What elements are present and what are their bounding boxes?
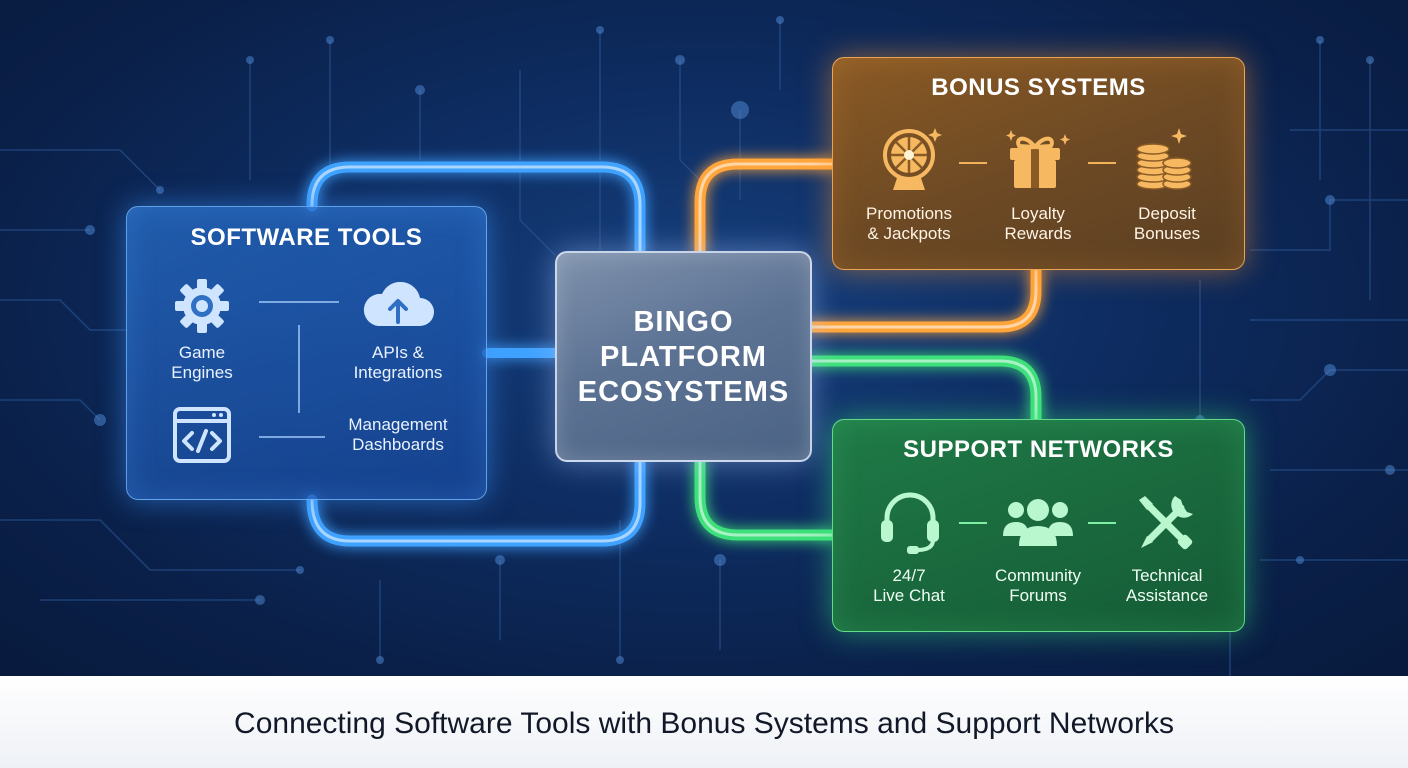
loyalty-line-2: Rewards xyxy=(1004,224,1072,243)
users-icon xyxy=(1003,499,1073,546)
center-line-3: ECOSYSTEMS xyxy=(577,376,790,408)
apis-integrations-label: APIs & Integrations xyxy=(323,343,473,383)
management-line-2: Dashboards xyxy=(352,435,444,454)
promotions-line-1: Promotions xyxy=(866,204,952,223)
bonus-systems-panel: BONUS SYSTEMS Promotions & Jackpots xyxy=(832,57,1245,270)
support-networks-panel: SUPPORT NETWORKS 24/7 Live Chat Communit… xyxy=(832,419,1245,632)
community-line-2: Forums xyxy=(1009,586,1067,605)
connector-support-bottom xyxy=(694,456,838,541)
technical-assistance-label: Technical Assistance xyxy=(1105,566,1229,606)
loyalty-rewards-label: Loyalty Rewards xyxy=(976,204,1100,244)
support-divider-1 xyxy=(959,522,987,524)
bonus-systems-title: BONUS SYSTEMS xyxy=(931,74,1146,101)
deposit-line-2: Bonuses xyxy=(1133,224,1201,243)
apis-line-2: Integrations xyxy=(353,363,443,382)
apis-line-1: APIs & xyxy=(372,343,424,362)
gear-icon xyxy=(175,279,229,333)
loyalty-line-1: Loyalty xyxy=(1011,204,1065,223)
bonus-divider-2 xyxy=(1088,162,1116,164)
community-forums-label: Community Forums xyxy=(976,566,1100,606)
coin-stack-icon xyxy=(1136,128,1192,190)
gift-icon xyxy=(1006,130,1070,188)
support-networks-title: SUPPORT NETWORKS xyxy=(903,436,1174,463)
connector-layer xyxy=(306,158,1042,547)
center-line-2: PLATFORM xyxy=(600,341,767,373)
connector-bonus-bottom xyxy=(806,264,1042,333)
circuit-background xyxy=(0,16,1408,676)
live-chat-line-1: 24/7 xyxy=(892,566,926,585)
live-chat-line-2: Live Chat xyxy=(873,586,945,605)
management-dashboards-label: Management Dashboards xyxy=(323,415,473,455)
center-title: BINGO PLATFORM ECOSYSTEMS xyxy=(557,305,810,410)
live-chat-label: 24/7 Live Chat xyxy=(847,566,971,606)
deposit-bonuses-label: Deposit Bonuses xyxy=(1105,204,1229,244)
community-line-1: Community xyxy=(995,566,1081,585)
connector-support-top xyxy=(806,355,1042,425)
support-divider-2 xyxy=(1088,522,1116,524)
technical-line-1: Technical xyxy=(1131,566,1203,585)
promotions-line-2: & Jackpots xyxy=(867,224,951,243)
headset-icon xyxy=(881,492,939,554)
deposit-line-1: Deposit xyxy=(1138,204,1196,223)
software-divider-vertical xyxy=(298,325,300,413)
prize-wheel-icon xyxy=(883,128,942,190)
game-engines-line-2: Engines xyxy=(171,363,233,382)
caption-text: Connecting Software Tools with Bonus Sys… xyxy=(234,707,1174,740)
software-divider-top xyxy=(259,301,339,303)
game-engines-label: Game Engines xyxy=(147,343,257,383)
software-divider-bottom xyxy=(259,436,325,438)
game-engines-line-1: Game xyxy=(178,343,226,362)
connector-bonus-top xyxy=(694,158,838,257)
software-tools-title: SOFTWARE TOOLS xyxy=(190,224,423,251)
management-line-1: Management xyxy=(348,415,448,434)
bingo-platform-center: BINGO PLATFORM ECOSYSTEMS xyxy=(555,251,812,462)
tools-icon xyxy=(1139,496,1193,550)
code-window-icon xyxy=(173,407,231,463)
diagram-stage: SOFTWARE TOOLS Game Engines xyxy=(0,0,1408,676)
bonus-divider-1 xyxy=(959,162,987,164)
software-tools-panel: SOFTWARE TOOLS Game Engines xyxy=(126,206,487,500)
center-line-1: BINGO xyxy=(633,306,734,338)
cloud-upload-icon xyxy=(363,282,434,326)
promotions-jackpots-label: Promotions & Jackpots xyxy=(847,204,971,244)
technical-line-2: Assistance xyxy=(1125,586,1209,605)
caption-bar: Connecting Software Tools with Bonus Sys… xyxy=(0,676,1408,768)
